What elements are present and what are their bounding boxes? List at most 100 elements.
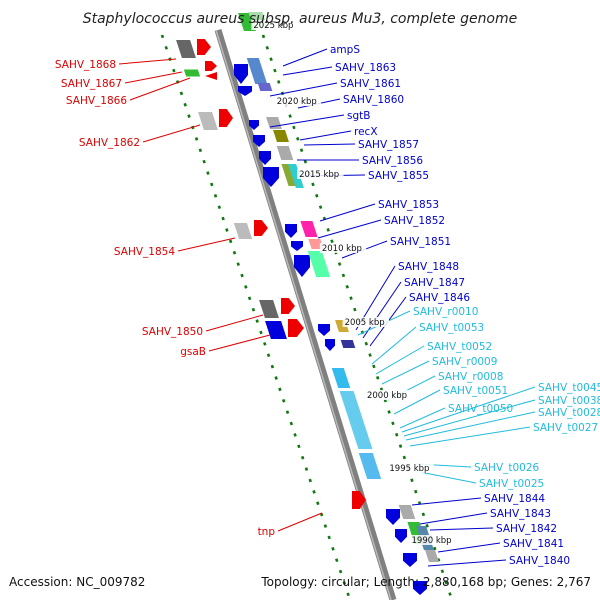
gene-block	[340, 340, 356, 348]
gene-block	[339, 391, 373, 449]
tick-label-bg	[251, 20, 298, 30]
tick-label: 2000 kbp	[367, 391, 407, 401]
leader-line	[118, 58, 177, 65]
gene-label-sahv_1846: SAHV_1846	[409, 292, 470, 304]
gene-label-sahv_1851: SAHV_1851	[390, 236, 451, 248]
leader-line	[269, 114, 345, 128]
gene-block	[288, 164, 304, 188]
tick-label: 2015 kbp	[299, 170, 339, 180]
gene-arrow	[219, 109, 233, 127]
tick-label-bg	[409, 535, 456, 545]
gene-label-sahv_t0025: SAHV_t0025	[479, 478, 544, 490]
gene-arrow	[263, 167, 279, 187]
gene-label-sahv_1868: SAHV_1868	[55, 59, 116, 71]
gene-arrow	[386, 509, 400, 525]
tick-label-bg	[387, 463, 434, 473]
gene-arrow	[197, 39, 211, 55]
leader-line	[177, 237, 236, 252]
gene-label-sahv_1854: SAHV_1854	[114, 246, 175, 258]
gene-label-tnp: tnp	[258, 526, 276, 538]
gene-arrow	[205, 61, 217, 71]
leader-line	[282, 48, 328, 67]
gene-block	[259, 300, 279, 318]
gene-arrow	[234, 64, 248, 84]
gene-block	[308, 239, 324, 249]
leader-line	[401, 386, 536, 433]
gene-arrow	[294, 255, 310, 277]
tick-label: 2005 kbp	[345, 318, 385, 328]
genome-info-text: Topology: circular; Length: 2,880,168 bp…	[260, 575, 591, 589]
label-leaders	[118, 48, 536, 567]
gene-block	[198, 112, 218, 130]
gene-arrow	[291, 241, 303, 251]
gene-label-sahv_1847: SAHV_1847	[404, 277, 465, 289]
track-line	[160, 34, 352, 600]
leader-line	[124, 71, 183, 84]
gene-arrow	[413, 581, 427, 595]
gene-block	[307, 251, 331, 277]
gene-label-sahv_t0045: SAHV_t0045	[538, 382, 600, 394]
gene-arrow	[259, 151, 271, 165]
leader-line	[362, 281, 402, 339]
leader-line	[303, 143, 356, 146]
gene-block	[331, 368, 351, 388]
gene-arrow	[253, 135, 265, 147]
gene-arrow	[205, 72, 217, 80]
tick-label: 2010 kbp	[322, 244, 362, 254]
gene-block	[300, 221, 318, 237]
gene-label-sahv_1843: SAHV_1843	[490, 508, 551, 520]
gene-block	[398, 505, 416, 519]
gene-label-sahv_t0051: SAHV_t0051	[443, 385, 508, 397]
gene-block	[265, 321, 287, 339]
gene-label-sahv_1853: SAHV_1853	[378, 199, 439, 211]
leader-line	[317, 219, 382, 239]
leader-line	[205, 314, 264, 332]
leader-line	[208, 334, 271, 352]
gene-label-recx: recX	[354, 126, 378, 138]
gene-block	[257, 83, 273, 91]
map-title: Staphylococcus aureus subsp. aureus Mu3,…	[83, 11, 518, 27]
leader-line	[371, 326, 417, 365]
gene-arrow	[281, 298, 295, 314]
leader-line	[403, 399, 536, 437]
gene-arrow	[395, 529, 407, 543]
gene-labels: SAHV_1868SAHV_1867SAHV_1866SAHV_1862SAHV…	[55, 44, 600, 567]
gene-arrow	[288, 319, 304, 337]
tick-label-bg	[274, 96, 322, 106]
leader-line	[437, 542, 501, 553]
tick-label-bg	[319, 243, 367, 253]
gene-label-sahv_1861: SAHV_1861	[340, 78, 401, 90]
gene-label-sahv_1850: SAHV_1850	[142, 326, 203, 338]
leader-line	[405, 411, 536, 441]
leader-line	[299, 130, 352, 141]
gene-block	[358, 453, 382, 479]
gene-label-sahv_1860: SAHV_1860	[343, 94, 404, 106]
gene-label-sahv_t0026: SAHV_t0026	[474, 462, 540, 474]
gene-label-sahv_1867: SAHV_1867	[61, 78, 122, 90]
leader-line	[419, 512, 488, 525]
gene-label-gsab: gsaB	[180, 346, 206, 358]
leader-line	[409, 426, 531, 447]
gene-arrow	[285, 224, 297, 238]
tick-label-bg	[364, 390, 412, 400]
leader-line	[429, 527, 494, 531]
gene-block	[266, 117, 282, 129]
gene-label-sahv_r0009: SAHV_r0009	[432, 356, 497, 368]
gene-label-sahv_t0050: SAHV_t0050	[448, 403, 513, 415]
gene-arrow	[318, 324, 330, 336]
gene-block	[425, 550, 439, 562]
gene-label-sahv_1840: SAHV_1840	[509, 555, 570, 567]
gene-features	[176, 12, 439, 595]
leader-line	[419, 471, 477, 484]
gene-block	[273, 130, 289, 142]
tick-label: 2025 kbp	[253, 21, 293, 31]
leader-line	[399, 407, 446, 429]
leader-line	[277, 512, 323, 532]
gene-label-sahv_t0052: SAHV_t0052	[427, 341, 492, 353]
gene-block	[176, 40, 196, 58]
gene-label-sahv_t0053: SAHV_t0053	[419, 322, 484, 334]
gene-arrow	[238, 86, 252, 96]
